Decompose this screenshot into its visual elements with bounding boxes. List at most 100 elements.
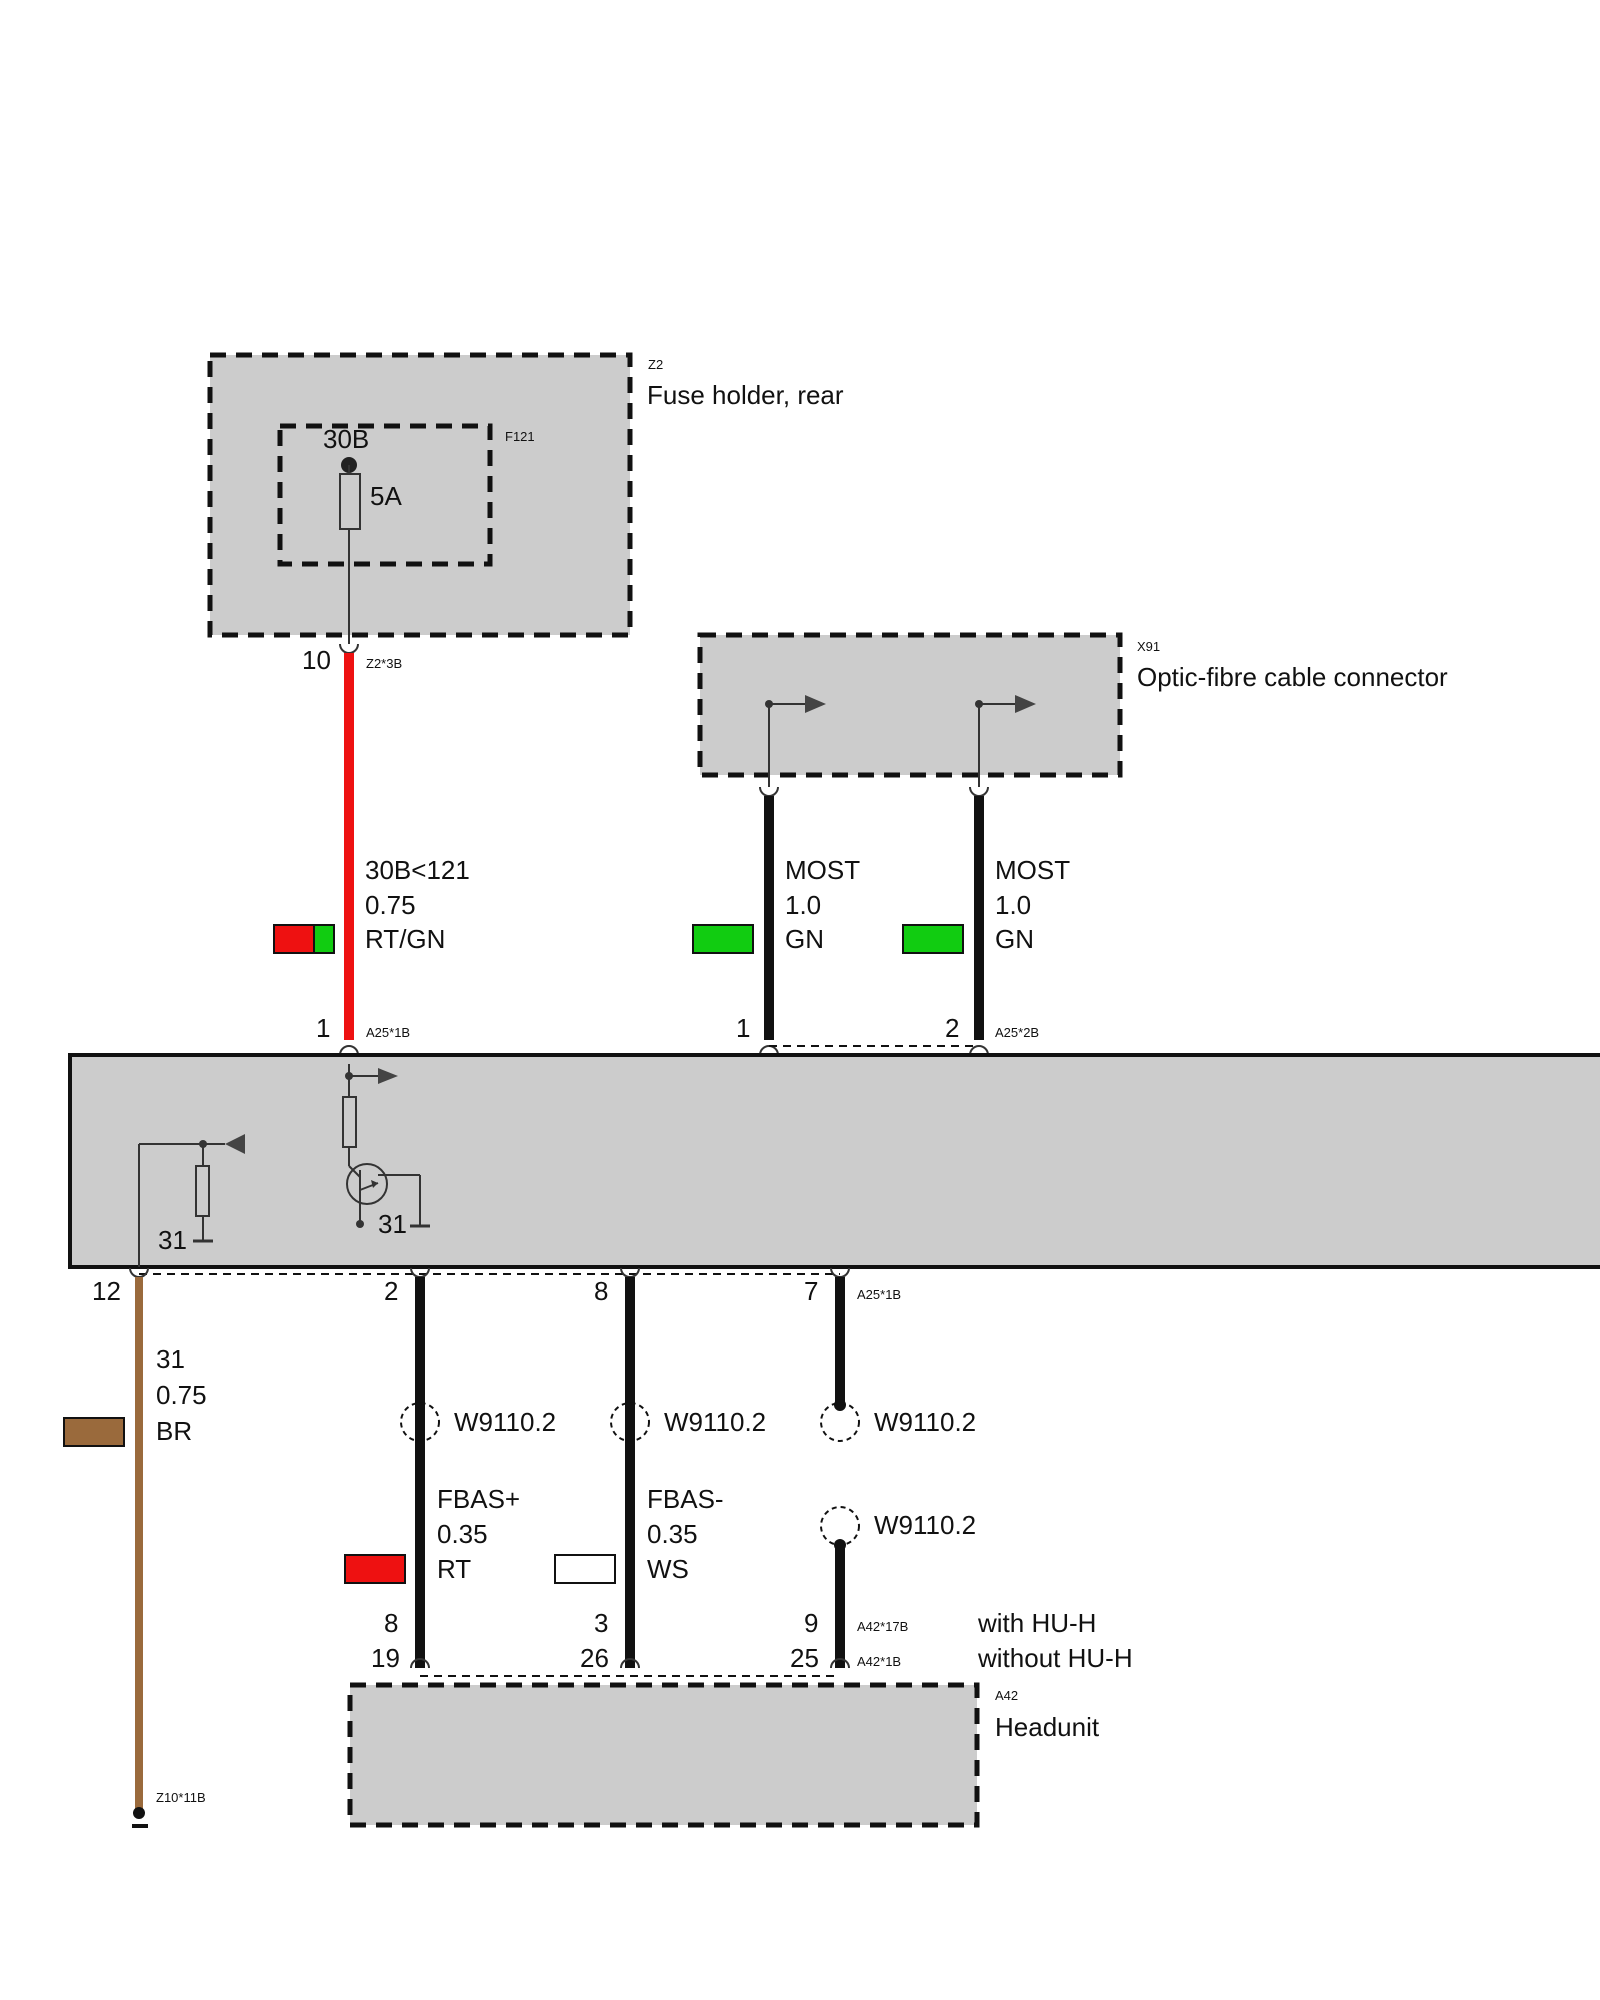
ground-signal: 31: [156, 1344, 185, 1374]
fbas-plus-pin-no-hu-h: 19: [371, 1643, 400, 1673]
shield-pin-no-hu-h: 25: [790, 1643, 819, 1673]
shield-upper-shield: [820, 1402, 860, 1442]
module-input-arrow-head: [225, 1134, 245, 1154]
ground-swatch: [63, 1417, 125, 1447]
supply-swatch-green: [313, 924, 335, 954]
optic-arrow-head-2: [1015, 695, 1036, 713]
supply-bottom-connector: [339, 1045, 359, 1056]
ground-top-connector: [129, 1267, 149, 1278]
fuse-holder-code: Z2: [648, 357, 663, 372]
supply-signal: 30B<121: [365, 855, 470, 885]
headunit-box: [347, 1682, 980, 1828]
most1-signal: MOST: [785, 855, 860, 885]
fuse-holder-z2: Z2 Fuse holder, rear F121 30B 5A: [207, 352, 844, 644]
shield-wire-group: 7 A25*1B W9110.2 W9110.2 9 A42*17B 25 A4…: [790, 1267, 976, 1673]
optic-connector-name: Optic-fibre cable connector: [1137, 662, 1448, 692]
supply-wire-group: 10 Z2*3B 30B<121 0.75 RT/GN 1 A25*1B: [273, 643, 470, 1056]
supply-bottom-pin: 1: [316, 1013, 330, 1043]
fbas-minus-pin-hu-h: 3: [594, 1608, 608, 1638]
shield-bottom-connector: [830, 1658, 850, 1669]
fbas-minus-bottom-connector: [620, 1658, 640, 1669]
fuse-holder-name: Fuse holder, rear: [647, 380, 844, 410]
fbas-plus-swatch: [344, 1554, 406, 1584]
ground-wire-group: 12 31 0.75 BR Z10*11B: [63, 1267, 207, 1828]
supply-top-pin: 10: [302, 645, 331, 675]
most1-size: 1.0: [785, 890, 821, 920]
supply-color-code: RT/GN: [365, 924, 445, 954]
fbas-minus-group: 8 W9110.2 FBAS- 0.35 WS 3 26: [554, 1267, 766, 1673]
fbas-plus-signal: FBAS+: [437, 1484, 520, 1514]
fbas-minus-top-pin: 8: [594, 1276, 608, 1306]
supply-top-connector-code: Z2*3B: [366, 656, 402, 671]
shield-upper-label: W9110.2: [874, 1407, 976, 1437]
headunit-name: Headunit: [995, 1712, 1100, 1742]
most2-top-connector: [969, 786, 989, 797]
optic-arrow-head-1: [805, 695, 826, 713]
most1-color-code: GN: [785, 924, 824, 954]
supply-swatch-red: [273, 924, 315, 954]
supply-size: 0.75: [365, 890, 416, 920]
ground-color-code: BR: [156, 1416, 192, 1446]
supply-bottom-connector-code: A25*1B: [366, 1025, 410, 1040]
module-ground-label-right: 31: [378, 1209, 407, 1239]
shield-upper-end-dot: [834, 1399, 846, 1411]
ground-end-connector-code: Z10*11B: [156, 1790, 206, 1805]
ground-end-dot: [133, 1807, 145, 1819]
shield-connector-hu-h: A42*17B: [857, 1619, 908, 1634]
transistor-ground-dot: [356, 1220, 364, 1228]
fuse-f121-box: [277, 423, 493, 567]
shield-lower-label: W9110.2: [874, 1510, 976, 1540]
fuse-terminal-label: 30B: [323, 424, 369, 454]
fuse-holder-box: [207, 352, 633, 638]
most2-size: 1.0: [995, 890, 1031, 920]
optic-connector-box: [697, 632, 1123, 778]
fbas-plus-top-connector: [410, 1267, 430, 1278]
fbas-plus-pin-hu-h: 8: [384, 1608, 398, 1638]
fbas-minus-shield: [610, 1402, 650, 1442]
most-wire-1-group: MOST 1.0 GN 1: [692, 786, 860, 1056]
module-ground-label-left: 31: [158, 1225, 187, 1255]
transistor-collector: [348, 1165, 361, 1178]
transistor-emitter-arrow: [371, 1180, 378, 1188]
variant-with-hu-h: with HU-H: [977, 1608, 1096, 1638]
fbas-minus-pin-no-hu-h: 26: [580, 1643, 609, 1673]
fbas-plus-shield: [400, 1402, 440, 1442]
ground-size: 0.75: [156, 1380, 207, 1410]
most-wire-2-group: MOST 1.0 GN 2 A25*2B: [902, 786, 1070, 1056]
shield-connector-no-hu-h: A42*1B: [857, 1654, 901, 1669]
most1-top-connector: [759, 786, 779, 797]
fbas-plus-bottom-connector: [410, 1658, 430, 1669]
optic-connector-x91: X91 Optic-fibre cable connector: [697, 632, 1448, 787]
most2-bottom-connector-code: A25*2B: [995, 1025, 1039, 1040]
fbas-minus-signal: FBAS-: [647, 1484, 724, 1514]
fbas-plus-size: 0.35: [437, 1519, 488, 1549]
shield-pin-hu-h: 9: [804, 1608, 818, 1638]
headunit-a42: A42 Headunit: [347, 1682, 1100, 1828]
ground-top-pin: 12: [92, 1276, 121, 1306]
fbas-plus-top-pin: 2: [384, 1276, 398, 1306]
most2-bottom-connector: [969, 1045, 989, 1056]
most1-swatch: [692, 924, 754, 954]
fbas-minus-top-connector: [620, 1267, 640, 1278]
supply-top-connector: [339, 643, 359, 654]
shield-top-connector: [830, 1267, 850, 1278]
fbas-plus-group: 2 W9110.2 FBAS+ 0.35 RT 8 19: [344, 1267, 556, 1673]
fbas-minus-size: 0.35: [647, 1519, 698, 1549]
fbas-minus-color-code: WS: [647, 1554, 689, 1584]
most2-signal: MOST: [995, 855, 1070, 885]
fbas-plus-shield-label: W9110.2: [454, 1407, 556, 1437]
transistor-symbol: [346, 1163, 388, 1205]
fbas-minus-shield-label: W9110.2: [664, 1407, 766, 1437]
optic-connector-code: X91: [1137, 639, 1160, 654]
fbas-plus-color-code: RT: [437, 1554, 471, 1584]
variant-without-hu-h: without HU-H: [977, 1643, 1133, 1673]
shield-top-connector-code: A25*1B: [857, 1287, 901, 1302]
module-a25-box: [68, 1053, 1600, 1269]
most2-bottom-pin: 2: [945, 1013, 959, 1043]
fuse-code: F121: [505, 429, 535, 444]
most2-swatch: [902, 924, 964, 954]
module-supply-arrow-head: [378, 1068, 398, 1084]
most1-bottom-pin: 1: [736, 1013, 750, 1043]
most2-color-code: GN: [995, 924, 1034, 954]
